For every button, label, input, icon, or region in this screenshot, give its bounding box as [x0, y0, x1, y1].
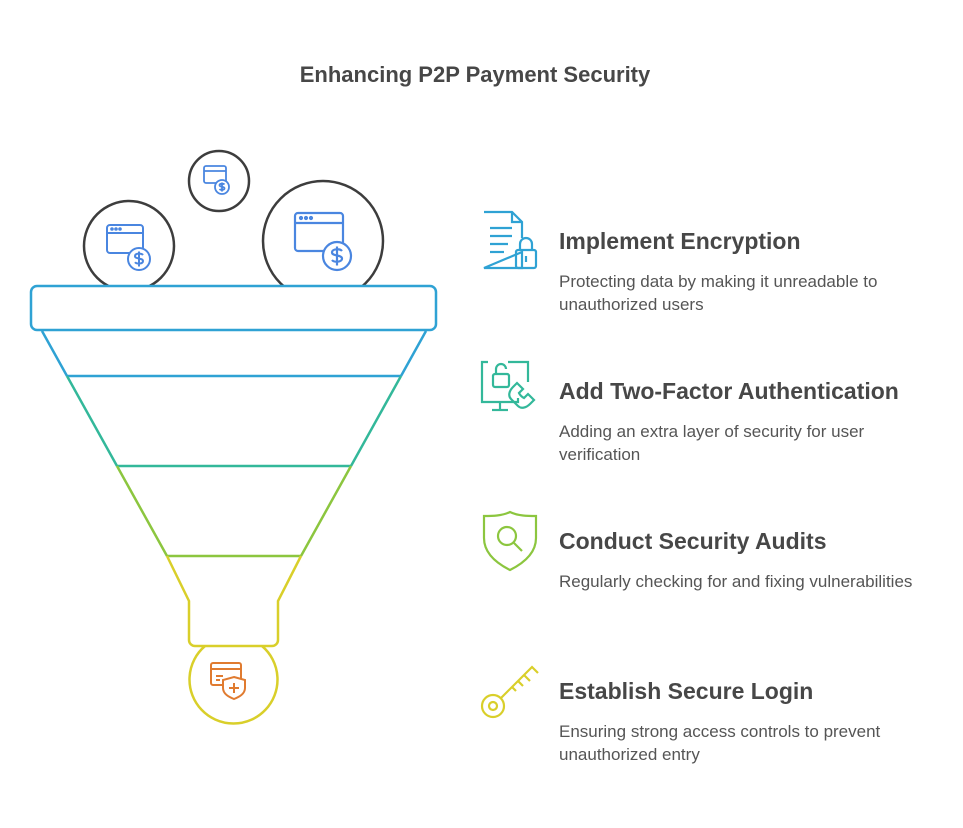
funnel-output-circle: [188, 645, 279, 725]
top-circle-right: [261, 179, 385, 303]
funnel-graphic: [29, 149, 438, 725]
browser-dollar-icon: [203, 165, 230, 195]
browser-dollar-icon: [106, 224, 151, 271]
step-1-title: Implement Encryption: [559, 228, 801, 254]
funnel-segment-1: [40, 330, 428, 377]
step-3-description: Regularly checking for and fixing vulner…: [559, 572, 913, 591]
funnel-segment-4: [165, 555, 303, 648]
document-lock-icon: [483, 210, 538, 270]
top-circle-small: [187, 149, 251, 213]
screen-phone-lock-icon: [480, 360, 536, 412]
key-icon: [480, 665, 539, 719]
funnel-rim: [29, 284, 438, 332]
step-3-title: Conduct Security Audits: [559, 528, 827, 554]
shield-search-icon: [482, 510, 538, 572]
funnel-segment-3: [115, 465, 353, 557]
step-4-description: Ensuring strong access controls to preve…: [559, 722, 881, 764]
card-shield-icon: [210, 662, 246, 701]
step-1-description: Protecting data by making it unreadable …: [559, 272, 878, 314]
top-circle-left: [82, 199, 176, 293]
step-2-title: Add Two-Factor Authentication: [559, 378, 899, 404]
step-4-title: Establish Secure Login: [559, 678, 814, 704]
step-2-description: Adding an extra layer of security for us…: [559, 422, 865, 464]
browser-dollar-icon: [293, 211, 353, 272]
diagram-title: Enhancing P2P Payment Security: [299, 62, 651, 87]
funnel-segment-2: [65, 375, 403, 467]
